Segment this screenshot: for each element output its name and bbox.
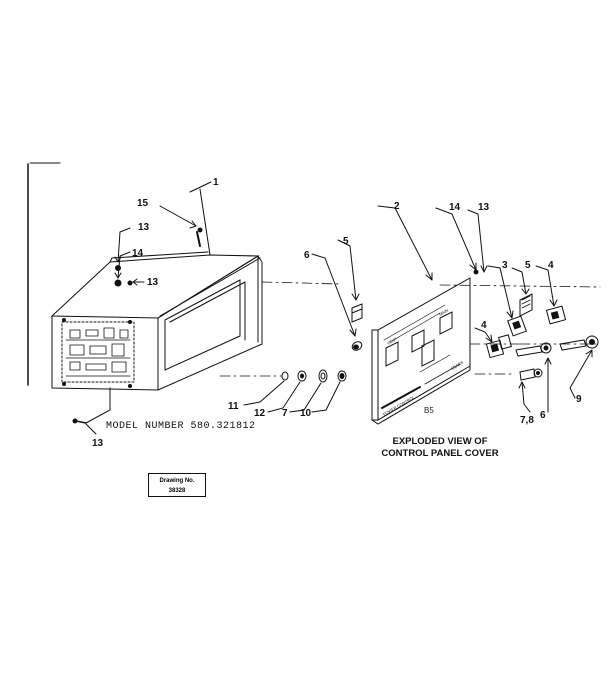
switch-assembly xyxy=(485,293,567,359)
diagram-title-line2: CONTROL PANEL COVER xyxy=(381,448,499,459)
callout-13-bottom: 13 xyxy=(92,438,104,449)
callout-11: 11 xyxy=(228,401,239,412)
callout-14-right: 14 xyxy=(449,202,461,213)
callout-5-right: 5 xyxy=(525,260,531,271)
jack-assembly xyxy=(515,335,599,381)
callout-6-left: 6 xyxy=(304,250,310,261)
callout-13-upper: 13 xyxy=(138,222,150,233)
panel-brand-label: SEARS xyxy=(450,360,465,371)
callout-7: 7 xyxy=(282,408,288,419)
cabinet-housing xyxy=(50,251,263,391)
callout-15: 15 xyxy=(137,198,149,209)
callout-5-left: 5 xyxy=(343,236,349,247)
callout-1: 1 xyxy=(213,177,219,188)
diagram-title: EXPLODED VIEW OF CONTROL PANEL COVER xyxy=(350,436,530,460)
screw-bottom xyxy=(72,418,87,424)
panel-vent-label: VENT xyxy=(386,336,398,346)
callout-6-right: 6 xyxy=(540,410,546,421)
callout-4-left: 4 xyxy=(481,320,487,331)
callout-7-8: 7,8 xyxy=(520,415,534,426)
callout-14-left: 14 xyxy=(132,248,144,259)
callout-13-mid: 13 xyxy=(147,277,159,288)
callout-4-right: 4 xyxy=(548,260,554,271)
drawing-number-label: Drawing No. xyxy=(159,478,195,484)
screw-left-upper xyxy=(114,265,133,287)
drawing-number-value: 38328 xyxy=(168,488,186,494)
panel-main-label: MAIN xyxy=(438,307,449,316)
callout-13-right: 13 xyxy=(478,202,490,213)
callout-12: 12 xyxy=(254,408,266,419)
nut-washer-set xyxy=(281,369,347,383)
callout-2: 2 xyxy=(394,201,400,212)
knob-cap xyxy=(351,341,363,351)
callout-10: 10 xyxy=(300,408,312,419)
drawing-number-box: Drawing No. 38328 xyxy=(148,473,206,497)
diagram-title-line1: EXPLODED VIEW OF xyxy=(392,436,488,447)
control-panel-cover xyxy=(371,269,479,425)
callout-9: 9 xyxy=(576,394,582,405)
callout-3: 3 xyxy=(502,260,508,271)
model-number: MODEL NUMBER 580.321812 xyxy=(106,421,256,432)
indicator-plate xyxy=(351,303,363,323)
screw-top xyxy=(196,227,203,247)
section-ref: B5 xyxy=(424,406,434,415)
